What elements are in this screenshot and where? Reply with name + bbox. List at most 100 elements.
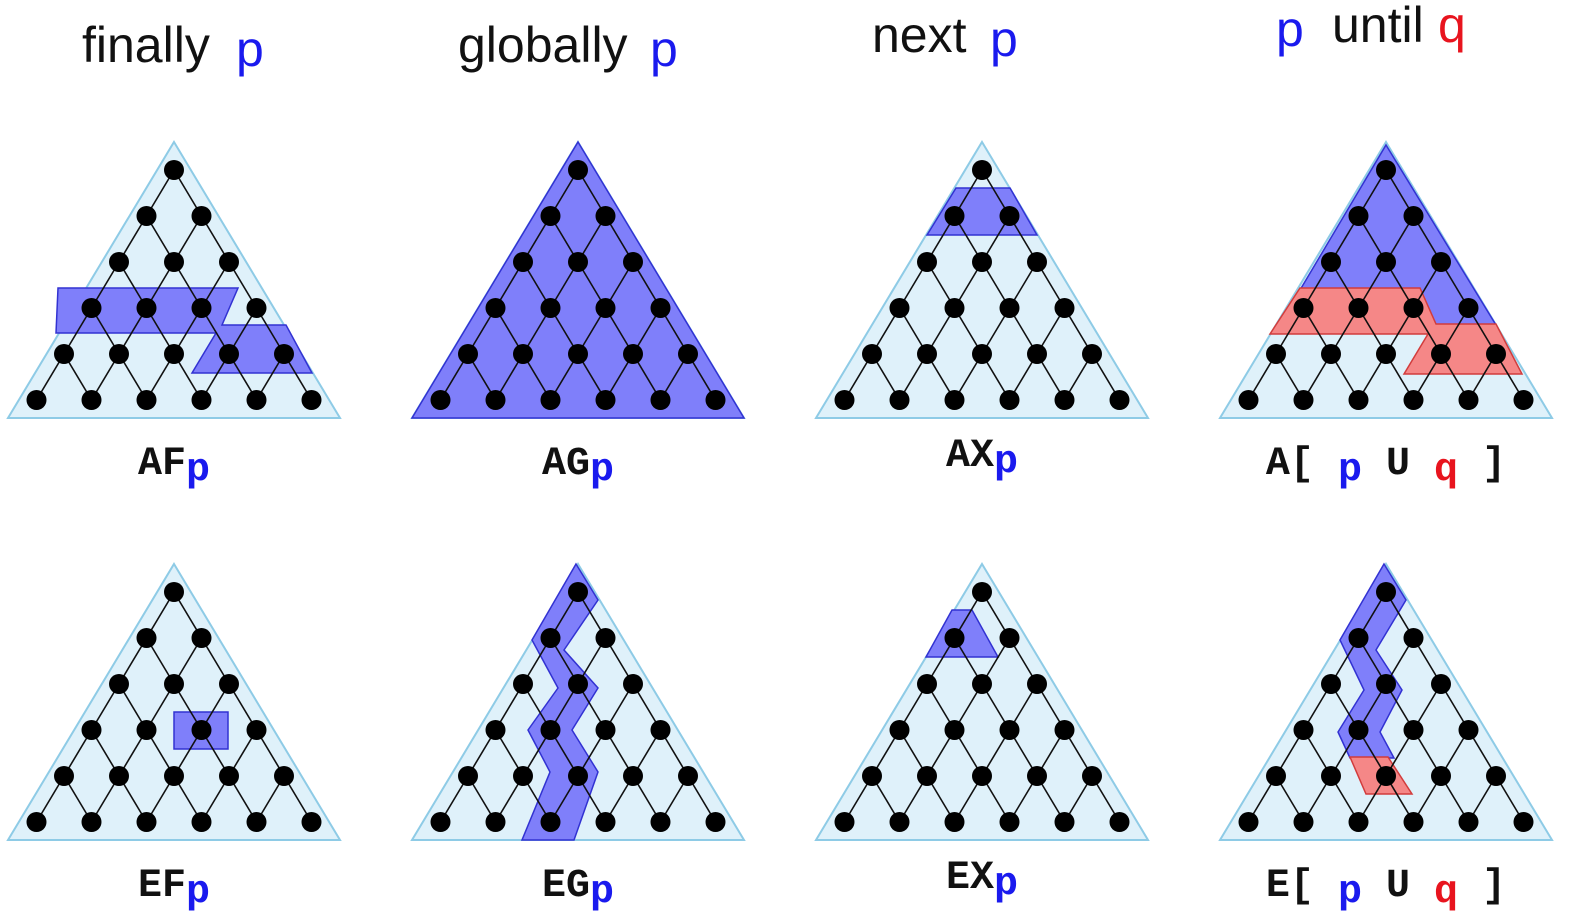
state-node: [1082, 344, 1102, 364]
heading-globally-p: p: [650, 21, 678, 77]
formula-space: [1362, 442, 1386, 487]
state-node: [164, 766, 184, 786]
state-node: [1348, 628, 1369, 648]
state-node: [623, 344, 643, 364]
heading-finally-word: finally: [82, 17, 210, 73]
state-node: [246, 812, 267, 832]
state-node: [650, 812, 671, 832]
formula-operator: ]: [1482, 864, 1506, 909]
formula-operator: U: [1386, 864, 1410, 909]
state-node: [485, 390, 506, 410]
state-node: [862, 766, 882, 786]
tree-diagram-au: A[ p U q ]: [1218, 140, 1554, 493]
state-node: [568, 766, 588, 786]
state-node: [972, 160, 992, 180]
state-node: [889, 812, 910, 832]
formula-p: p: [186, 448, 210, 493]
state-node: [136, 812, 157, 832]
state-node: [513, 252, 533, 272]
tree-diagram-ax: AXp: [814, 140, 1150, 485]
state-node: [1082, 766, 1102, 786]
state-node: [246, 390, 267, 410]
state-node: [164, 344, 184, 364]
heading-until-word: until: [1332, 0, 1424, 53]
state-node: [889, 298, 910, 318]
tree-diagram-af: AFp: [6, 140, 342, 493]
formula-label-af: AFp: [138, 442, 210, 493]
formula-space: [1458, 442, 1482, 487]
heading-finally-p: p: [236, 21, 264, 77]
state-node: [972, 674, 992, 694]
state-node: [1431, 344, 1451, 364]
state-node: [246, 720, 267, 740]
tree-diagram-ex: EXp: [814, 562, 1150, 907]
state-node: [540, 628, 561, 648]
heading-globally-word: globally: [458, 17, 628, 73]
formula-space: [1314, 864, 1338, 909]
state-node: [972, 252, 992, 272]
formula-space: [1314, 442, 1338, 487]
state-node: [889, 720, 910, 740]
state-node: [917, 674, 937, 694]
state-node: [1376, 160, 1396, 180]
state-node: [54, 766, 74, 786]
state-node: [513, 344, 533, 364]
state-node: [1054, 390, 1075, 410]
state-node: [26, 390, 47, 410]
state-node: [540, 206, 561, 226]
state-node: [1238, 812, 1259, 832]
state-node: [1293, 812, 1314, 832]
state-node: [623, 252, 643, 272]
formula-space: [1458, 864, 1482, 909]
formula-label-ax: AXp: [946, 434, 1018, 485]
state-node: [678, 344, 698, 364]
state-node: [1458, 390, 1479, 410]
state-node: [595, 628, 616, 648]
formula-label-au: A[ p U q ]: [1266, 442, 1506, 493]
state-node: [1238, 390, 1259, 410]
state-node: [191, 628, 212, 648]
state-node: [944, 720, 965, 740]
state-node: [191, 812, 212, 832]
state-node: [164, 252, 184, 272]
state-node: [301, 390, 322, 410]
state-node: [705, 812, 726, 832]
state-node: [246, 298, 267, 318]
state-node: [219, 252, 239, 272]
state-node: [1376, 252, 1396, 272]
state-node: [705, 390, 726, 410]
state-node: [1376, 582, 1396, 602]
formula-label-ag: AGp: [542, 442, 614, 493]
formula-q: q: [1434, 448, 1458, 493]
state-node: [191, 298, 212, 318]
state-node: [540, 298, 561, 318]
state-node: [1376, 674, 1396, 694]
state-node: [1403, 298, 1424, 318]
state-node: [1027, 766, 1047, 786]
state-node: [917, 252, 937, 272]
state-node: [999, 628, 1020, 648]
state-node: [1403, 628, 1424, 648]
state-node: [568, 252, 588, 272]
state-node: [191, 390, 212, 410]
state-node: [972, 582, 992, 602]
state-node: [109, 674, 129, 694]
formula-p: p: [590, 448, 614, 493]
state-node: [568, 674, 588, 694]
state-node: [81, 720, 102, 740]
state-node: [1054, 720, 1075, 740]
formula-p: p: [994, 862, 1018, 907]
state-node: [999, 812, 1020, 832]
state-node: [1321, 252, 1341, 272]
state-node: [540, 390, 561, 410]
state-node: [109, 252, 129, 272]
state-node: [944, 206, 965, 226]
state-node: [540, 720, 561, 740]
formula-p: p: [590, 870, 614, 915]
tree-background: [6, 140, 342, 419]
state-node: [1458, 298, 1479, 318]
state-node: [568, 582, 588, 602]
state-node: [944, 390, 965, 410]
state-node: [650, 720, 671, 740]
